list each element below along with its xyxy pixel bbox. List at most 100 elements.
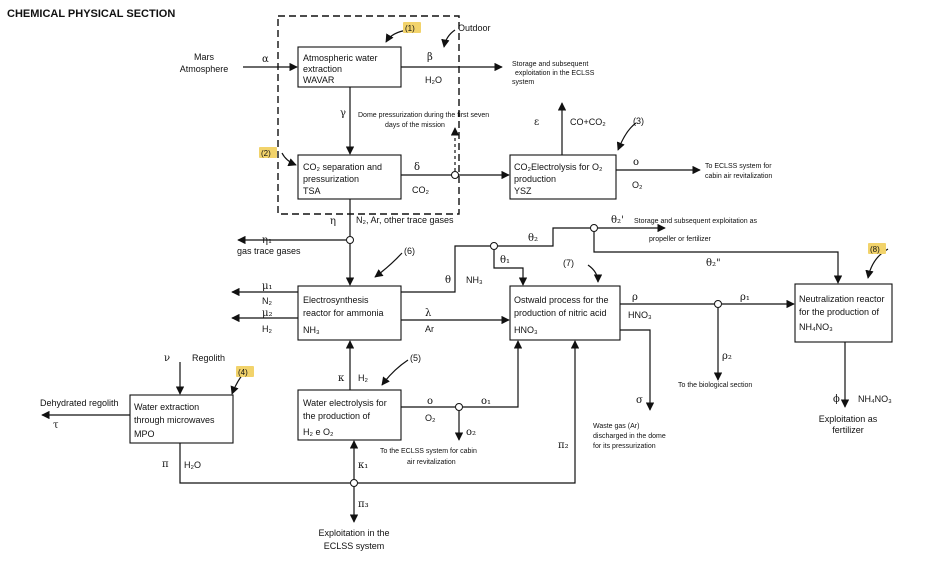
label-storage-3: system: [512, 79, 534, 86]
box-wavar-line2: extraction: [303, 64, 342, 74]
sym-eta1: η₁: [262, 235, 272, 246]
label-to-eclss-bottom-2: air revitalization: [407, 459, 456, 466]
box-h2oelec-line1: Water electrolysis for: [303, 398, 387, 408]
box-tsa-line1: CO₂ separation and: [303, 162, 382, 172]
label-co2-mid: CO₂: [412, 185, 430, 195]
box-wavar-line3: WAVAR: [303, 75, 335, 85]
box-ostwald-line1: Ostwald process for the: [514, 295, 609, 305]
flow-o1: [463, 340, 523, 408]
flow-pi2: [358, 340, 580, 484]
sym-rho: ρ: [632, 292, 638, 303]
badge-1-text: (1): [405, 24, 415, 33]
sym-o-right: o: [633, 157, 639, 168]
label-waste-2: discharged in the dome: [593, 433, 666, 440]
sym-theta1: θ₁: [500, 255, 510, 266]
label-ar: Ar: [425, 324, 434, 334]
label-o2-mid: O₂: [425, 413, 436, 423]
box-ostwald-line3: HNO₃: [514, 325, 538, 335]
sym-o2: o₂: [466, 427, 476, 438]
box-neutral-line1: Neutralization reactor: [799, 294, 885, 304]
flow-sigma: [620, 329, 655, 411]
outdoor-boundary: [277, 15, 460, 215]
badge-6-text: (6): [404, 246, 415, 256]
label-waste-3: for its pressurization: [593, 443, 656, 450]
label-gas-trace: gas trace gases: [237, 246, 301, 256]
label-exploit-fert-1: Exploitation as: [819, 414, 878, 424]
sym-o1: o₁: [481, 396, 491, 407]
flow-theta1: [493, 250, 528, 286]
sym-delta: δ: [414, 162, 420, 173]
badge6-pointer: [374, 252, 403, 278]
badge-1: (1): [403, 22, 421, 33]
sym-rho1: ρ₁: [740, 292, 750, 303]
box-wavar: Atmospheric water extraction WAVAR: [297, 46, 402, 88]
box-mpo-line3: MPO: [134, 429, 155, 439]
box-h2oelec-line3: H₂ e O₂: [303, 427, 334, 437]
box-h2oelec-line2: the production of: [303, 411, 371, 421]
box-tsa-line3: TSA: [303, 186, 321, 196]
label-exploit-eclss-2: ECLSS system: [324, 541, 385, 551]
outdoor-pointer: [441, 29, 456, 48]
box-neutral-line2: for the production of: [799, 307, 880, 317]
box-ysz: CO₂Electrolysis for O₂ production YSZ: [509, 154, 617, 200]
badge2-pointer: [281, 152, 297, 167]
sym-mu2: μ₂: [262, 308, 273, 319]
box-wavar-line1: Atmospheric water: [303, 53, 378, 63]
label-dome-1: Dome pressurization during the first sev…: [358, 112, 489, 119]
label-to-eclss-2: cabin air revitalization: [705, 173, 772, 180]
sym-epsilon: ε: [534, 117, 539, 128]
sym-eta: η: [330, 216, 336, 227]
diagram-title: CHEMICAL PHYSICAL SECTION: [7, 8, 175, 20]
label-atmosphere: Atmosphere: [180, 64, 229, 74]
sym-theta2: θ₂: [528, 233, 538, 244]
badge-4: (4): [236, 366, 254, 377]
label-exploit-fert-2: fertilizer: [832, 425, 864, 435]
label-mars: Mars: [194, 52, 214, 62]
label-to-eclss-1: To ECLSS system for: [705, 163, 772, 170]
badge7-pointer: [587, 264, 603, 283]
sym-sigma: σ: [636, 395, 643, 406]
splitter-o: [455, 403, 463, 411]
box-ysz-line3: YSZ: [514, 186, 532, 196]
flow-theta: [401, 245, 490, 293]
sym-gamma: γ: [340, 108, 346, 119]
sym-lambda: λ: [425, 308, 432, 319]
label-n2: N₂: [262, 296, 272, 306]
badge-2: (2): [259, 147, 277, 158]
flow-theta2pp: [593, 232, 843, 284]
sym-pi2: π₂: [558, 440, 569, 451]
splitter-theta2: [590, 224, 598, 232]
sym-theta: θ: [445, 275, 451, 286]
label-waste-1: Waste gas (Ar): [593, 423, 639, 430]
splitter-eta: [346, 236, 354, 244]
box-ostwald: Ostwald process for the production of ni…: [509, 285, 621, 341]
sym-mu1: μ₁: [262, 281, 273, 292]
label-o2-right: O₂: [632, 180, 643, 190]
sym-o-elec: o: [427, 396, 433, 407]
box-ysz-line1: CO₂Electrolysis for O₂: [514, 162, 603, 172]
sym-alpha: α: [262, 54, 269, 65]
flow-theta2: [498, 227, 590, 247]
label-storage-1: Storage and subsequent: [512, 61, 588, 68]
label-h2-mid: H₂: [358, 373, 368, 383]
label-storage-propeller-2: propeller or fertilizer: [649, 236, 712, 243]
box-ammonia: Electrosynthesis reactor for ammonia NH₃: [297, 285, 402, 341]
badge-5-text: (5): [410, 353, 421, 363]
label-storage-propeller-1: Storage and subsequent exploitation as: [634, 218, 757, 225]
splitter-theta: [490, 242, 498, 250]
label-to-bio: To the biological section: [678, 382, 752, 389]
label-n2-ar: N₂, Ar, other trace gases: [356, 215, 454, 225]
label-regolith: Regolith: [192, 353, 225, 363]
sym-theta2p: θ₂': [611, 215, 624, 226]
splitter-rho: [714, 300, 722, 308]
label-dome-2: days of the mission: [385, 122, 445, 129]
sym-kappa1: κ₁: [358, 460, 368, 471]
badge-8-text: (8): [870, 245, 880, 254]
box-neutral-line3: NH₄NO₃: [799, 322, 833, 332]
label-storage-2: exploitation in the ECLSS: [515, 70, 595, 77]
badge-4-text: (4): [238, 368, 248, 377]
badge5-pointer: [381, 359, 409, 386]
label-hno3-flow: HNO₃: [628, 310, 652, 320]
sym-tau: τ: [53, 420, 59, 431]
